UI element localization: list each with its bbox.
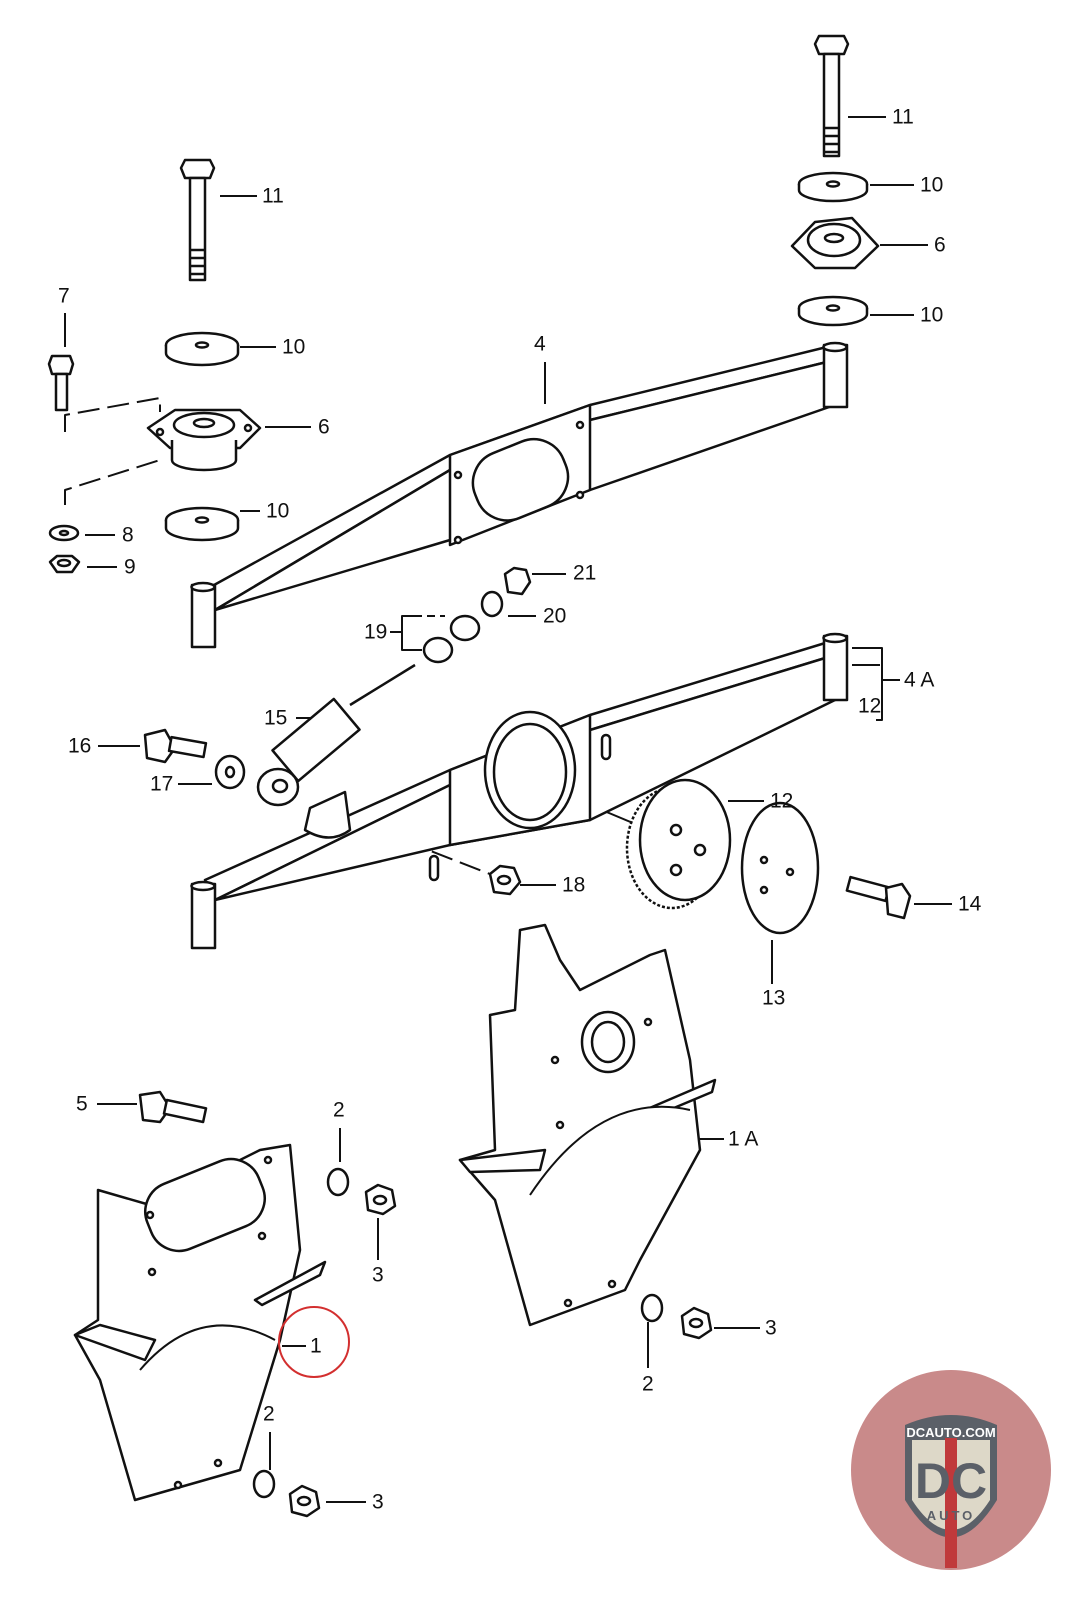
callout-9: 9 (124, 555, 136, 579)
highlight-circle (278, 1306, 350, 1378)
callout-16: 16 (68, 734, 92, 758)
logo-top-text: DCAUTO.COM (906, 1425, 995, 1440)
callout-2: 2 (263, 1402, 275, 1426)
logo-bottom-text: AUTO (927, 1508, 976, 1523)
nut-21 (503, 566, 532, 596)
callout-20: 20 (543, 604, 567, 628)
callout-13: 13 (762, 986, 786, 1010)
callout-19: 19 (364, 620, 388, 644)
bracket-1a (458, 923, 717, 1327)
bracket-1 (73, 1143, 327, 1502)
dcauto-logo: DCAUTO.COM DC AUTO (851, 1370, 1051, 1570)
callout-2: 2 (642, 1372, 654, 1396)
logo-main-text: DC (915, 1453, 987, 1509)
callout-15: 15 (264, 706, 288, 730)
crossmember-4a (190, 632, 849, 950)
washer-20 (480, 590, 504, 618)
engine-mount-6-right (790, 216, 880, 270)
callout-6: 6 (934, 233, 946, 257)
callout-3: 3 (372, 1490, 384, 1514)
callout-10: 10 (282, 335, 306, 359)
callout-4a: 4 A (904, 668, 935, 692)
plate-13 (740, 801, 820, 935)
bolt-5 (138, 1090, 208, 1124)
bolt-14 (845, 875, 912, 920)
bolt-7 (47, 354, 75, 412)
callout-3: 3 (765, 1316, 777, 1340)
callout-21: 21 (573, 561, 597, 585)
bushings-19 (422, 614, 481, 664)
callout-17: 17 (150, 772, 174, 796)
callout-6: 6 (318, 415, 330, 439)
damper-15 (256, 663, 416, 807)
washers-10 (164, 171, 869, 542)
crossmember-4 (190, 341, 849, 649)
washer-17 (214, 754, 246, 790)
rubber-mount-12 (625, 778, 732, 910)
callout-18: 18 (562, 873, 586, 897)
callout-2: 2 (333, 1098, 345, 1122)
callout-5: 5 (76, 1092, 88, 1116)
callout-14: 14 (958, 892, 982, 916)
callout-1a: 1 A (728, 1127, 759, 1151)
callout-8: 8 (122, 523, 134, 547)
washers-2 (252, 1167, 664, 1499)
callout-1: 1 (310, 1334, 322, 1358)
callout-10: 10 (920, 303, 944, 327)
callout-12: 12 (770, 789, 794, 813)
callout-3: 3 (372, 1263, 384, 1287)
washer-8 (48, 524, 80, 542)
bolt-16 (143, 728, 208, 764)
callout-11: 11 (262, 184, 284, 208)
callout-11: 11 (892, 105, 914, 129)
callout-10: 10 (920, 173, 944, 197)
callout-4: 4 (534, 332, 546, 356)
callout-10: 10 (266, 499, 290, 523)
callout-12: 12 (858, 694, 882, 718)
bolt-11-left (179, 158, 216, 282)
nuts-3 (288, 1183, 713, 1518)
nut-18 (488, 864, 522, 896)
bolt-11-right (813, 34, 850, 158)
engine-mount-6-left (146, 408, 262, 472)
callout-7: 7 (58, 284, 70, 308)
nut-9 (48, 554, 81, 574)
